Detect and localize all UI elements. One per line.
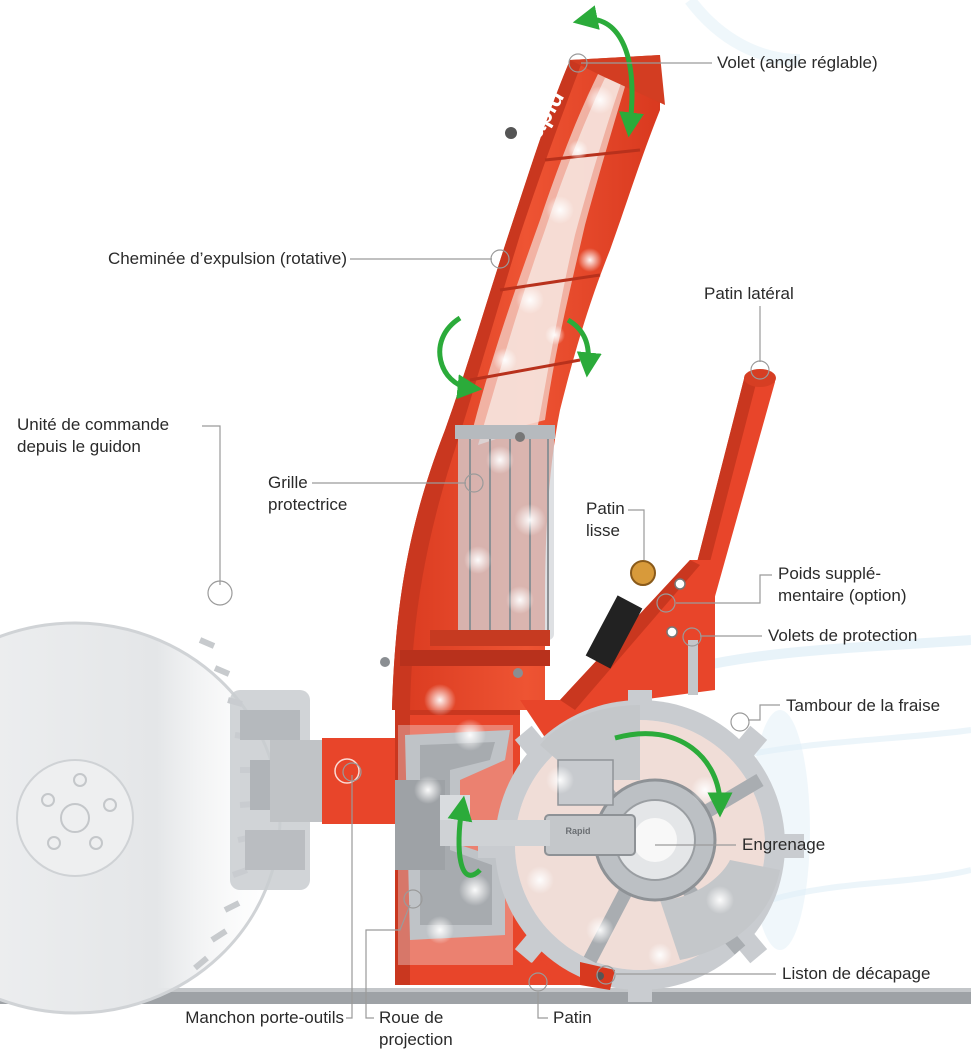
label-volet: Volet (angle réglable) bbox=[717, 52, 878, 74]
label-tambour: Tambour de la fraise bbox=[786, 695, 940, 717]
label-unite-commande: Unité de commande depuis le guidon bbox=[17, 414, 169, 458]
label-manchon: Manchon porte-outils bbox=[185, 1007, 344, 1029]
label-patin-lisse: Patin lisse bbox=[586, 498, 625, 542]
label-cheminee: Cheminée d’expulsion (rotative) bbox=[108, 248, 347, 270]
label-grille-line2: protectrice bbox=[268, 494, 347, 516]
label-unite-line1: Unité de commande bbox=[17, 414, 169, 436]
label-liston: Liston de décapage bbox=[782, 963, 930, 985]
label-unite-line2: depuis le guidon bbox=[17, 436, 169, 458]
label-engrenage: Engrenage bbox=[742, 834, 825, 856]
gearbox-brand: Rapid bbox=[565, 826, 590, 836]
label-patin-lateral: Patin latéral bbox=[704, 283, 794, 305]
label-grille-line1: Grille bbox=[268, 472, 347, 494]
label-roue-line1: Roue de bbox=[379, 1007, 453, 1029]
label-volets-protection: Volets de protection bbox=[768, 625, 917, 647]
label-poids-line1: Poids supplé- bbox=[778, 563, 907, 585]
label-patin-lisse-line1: Patin bbox=[586, 498, 625, 520]
label-roue-line2: projection bbox=[379, 1029, 453, 1051]
tool-carrier-sleeve bbox=[270, 738, 402, 824]
label-roue: Roue de projection bbox=[379, 1007, 453, 1051]
label-poids-line2: mentaire (option) bbox=[778, 585, 907, 607]
label-poids: Poids supplé- mentaire (option) bbox=[778, 563, 907, 607]
label-patin-lisse-line2: lisse bbox=[586, 520, 625, 542]
label-grille: Grille protectrice bbox=[268, 472, 347, 516]
label-patin: Patin bbox=[553, 1007, 592, 1029]
